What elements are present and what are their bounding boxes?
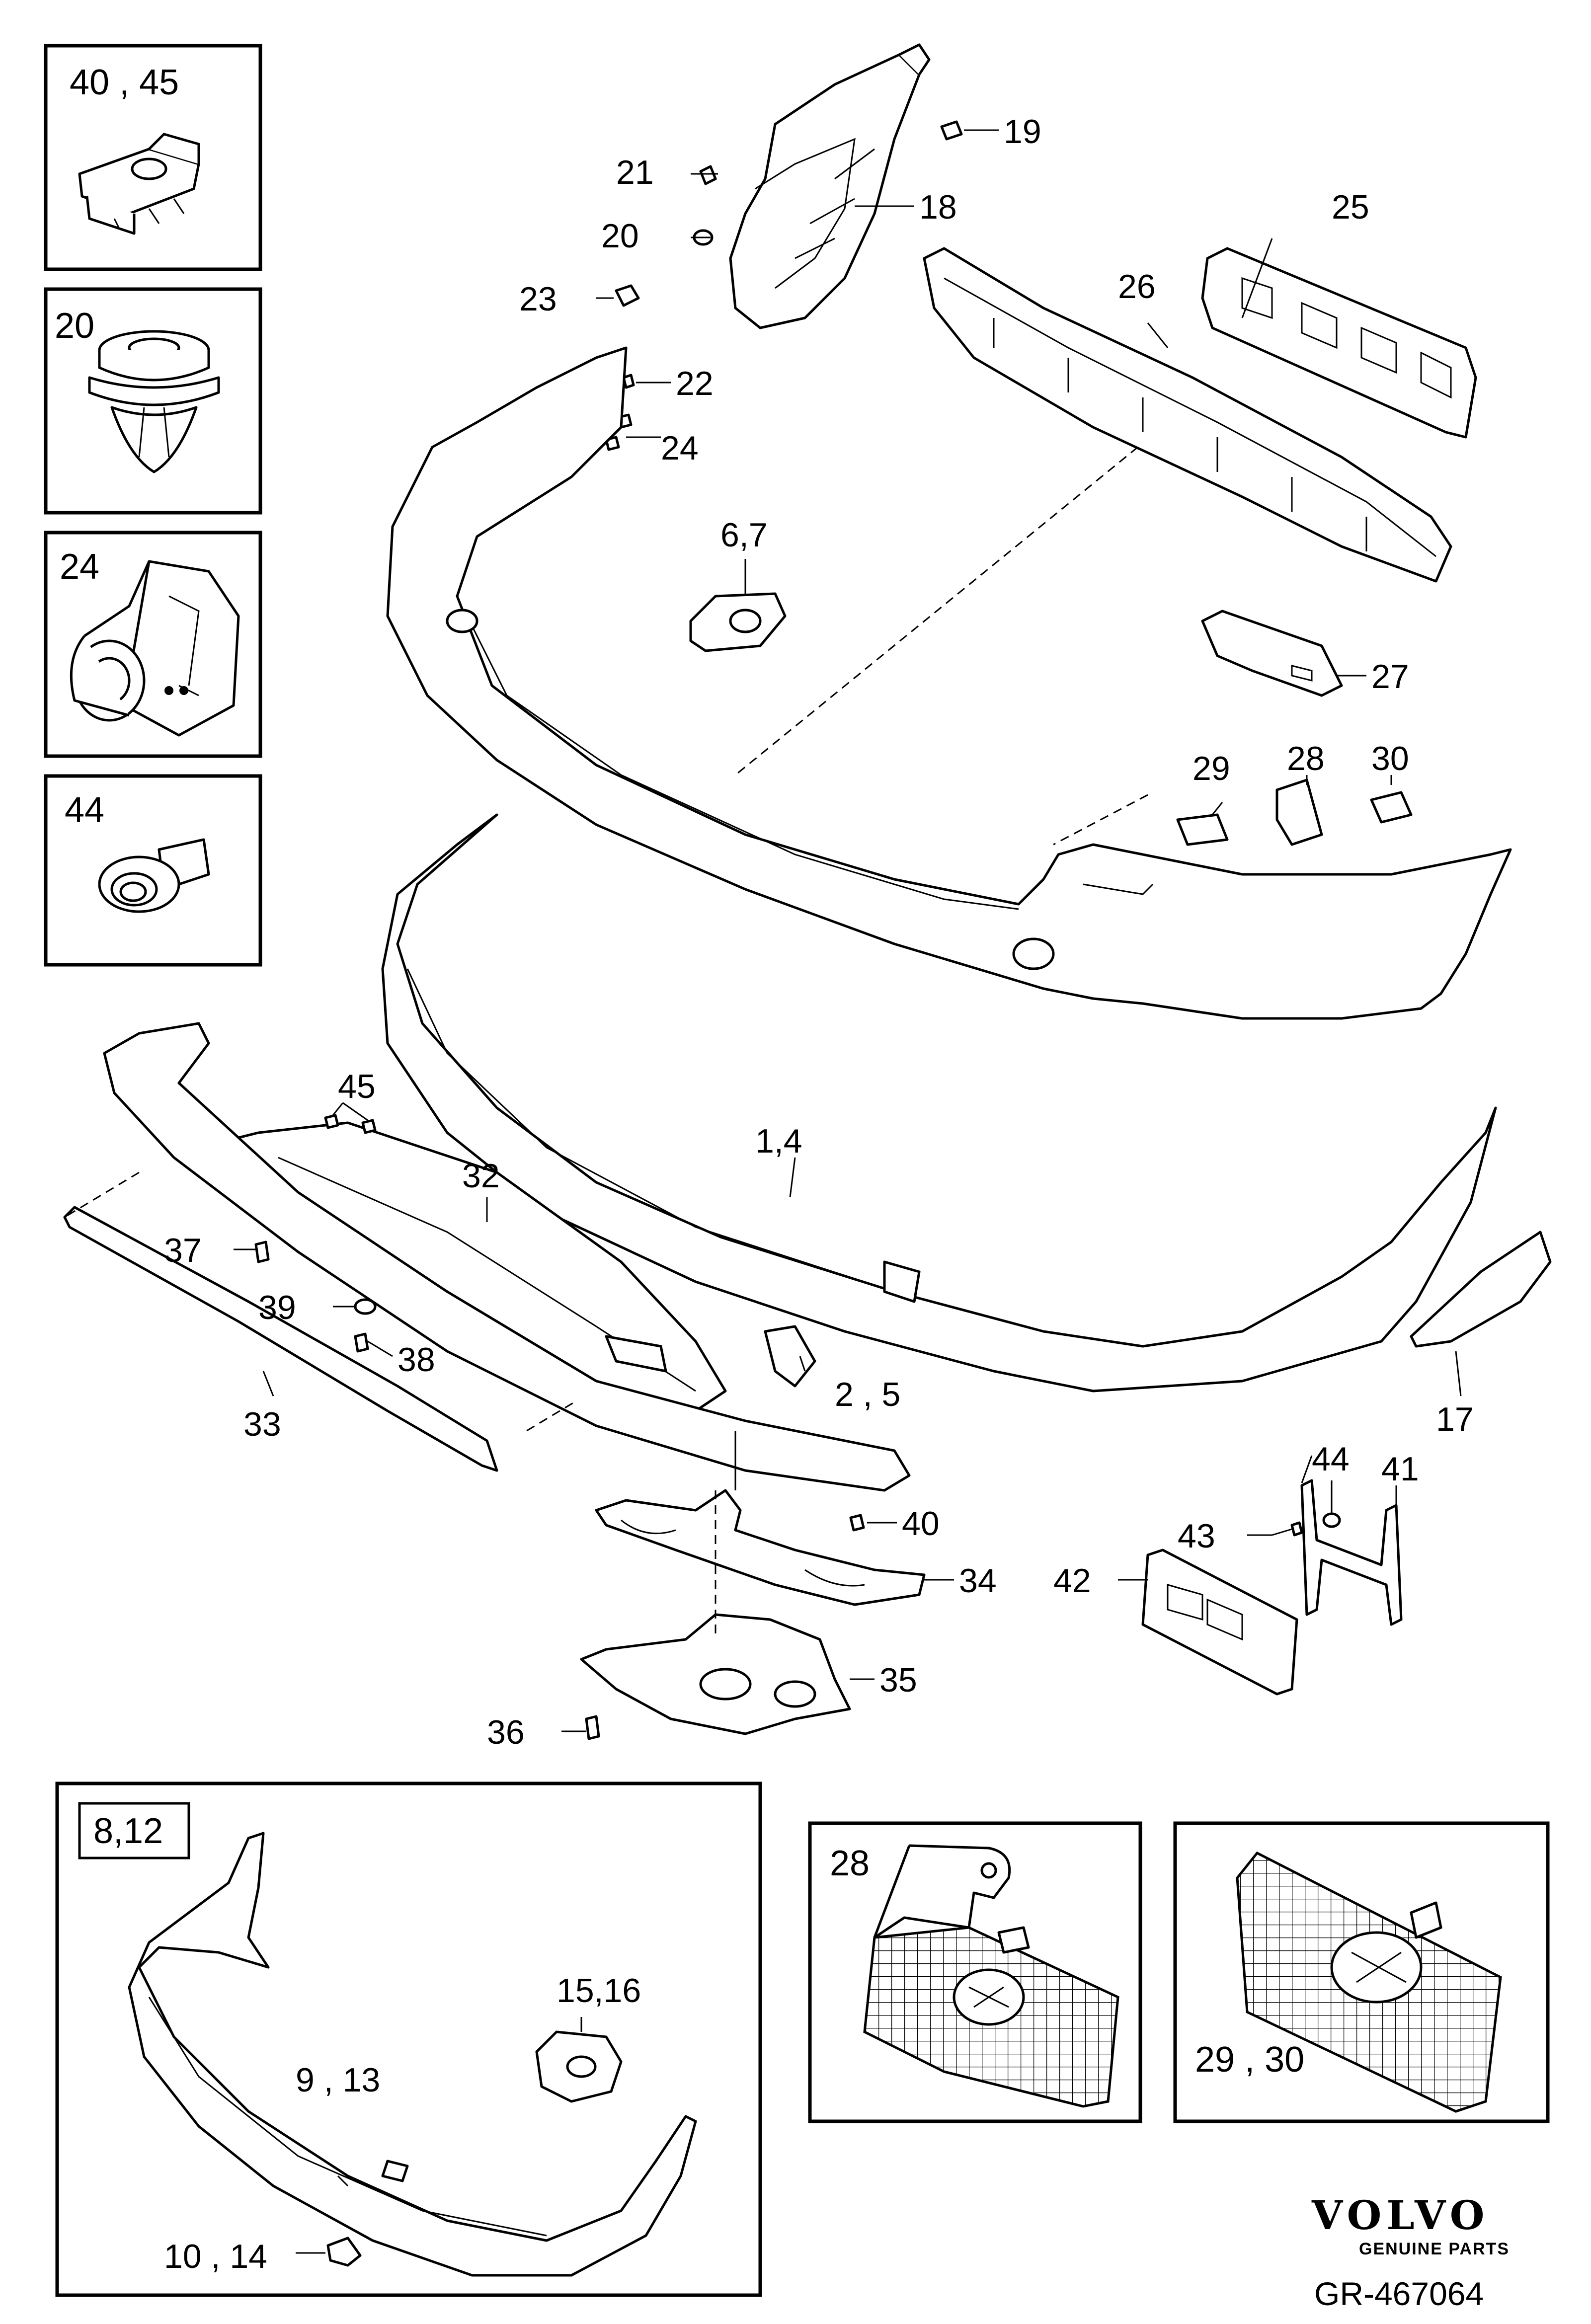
- callout-15-16: 15,16: [557, 1972, 641, 2010]
- callout-24: 24: [661, 429, 699, 467]
- push-rivet-clip-icon: [88, 330, 220, 473]
- screw-21-icon: [699, 165, 717, 185]
- inset-label-29-30: 29 , 30: [1195, 2040, 1304, 2080]
- lower-diffuser-trim: [103, 1022, 911, 1492]
- side-mounting-bracket: [729, 43, 931, 329]
- plate-bracket-41: [1300, 1479, 1403, 1626]
- callout-22: 22: [676, 365, 714, 402]
- moulding-strip-33: [63, 1206, 498, 1472]
- callout-36: 36: [487, 1713, 525, 1751]
- clip-40-icon: [849, 1514, 865, 1532]
- brand-name: VOLVO: [1311, 2192, 1489, 2239]
- dashed-link-lines: [64, 446, 1148, 1639]
- callout-43: 43: [1178, 1517, 1215, 1555]
- bumper-reinforcement-bar: [923, 247, 1452, 583]
- tailpipe-trim-35: [580, 1613, 851, 1735]
- inset-label-40-45: 40 , 45: [70, 63, 179, 102]
- sensor-bracket-15-16: [535, 2030, 623, 2103]
- callout-40: 40: [902, 1505, 940, 1543]
- reinforcement-bracket-25: [1201, 247, 1477, 439]
- screw-36-icon: [585, 1715, 600, 1740]
- callout-20: 20: [601, 217, 639, 255]
- callout-labels: 19 21 18 20 25 26 23 22 24 6,7 27 29 28 …: [164, 113, 1474, 1751]
- reflector-10-14-icon: [326, 2237, 362, 2267]
- callout-9-13: 9 , 13: [296, 2061, 380, 2099]
- callout-19: 19: [1004, 113, 1041, 151]
- side-bracket-17: [1410, 1231, 1552, 1348]
- callout-39: 39: [258, 1289, 296, 1326]
- callout-30: 30: [1371, 740, 1409, 777]
- clip-23-icon: [615, 284, 640, 307]
- inset-label-20: 20: [55, 306, 94, 346]
- screw-38-icon: [354, 1332, 369, 1353]
- callout-44: 44: [1312, 1440, 1350, 1478]
- callout-2-5: 2 , 5: [835, 1376, 900, 1413]
- inset-label-44: 44: [65, 790, 104, 830]
- leader-lines: [234, 129, 1462, 1732]
- inset-box-clip-20: 20: [44, 287, 262, 515]
- inset-box-variant-8-12: 8,12 15,16 9 , 13 10 , 14: [55, 1782, 762, 2297]
- nut-44-icon: [1322, 1512, 1341, 1528]
- callout-32: 32: [462, 1157, 500, 1195]
- clip-19-icon: [940, 120, 963, 141]
- callout-1-4: 1,4: [755, 1122, 802, 1160]
- screw-37-icon: [254, 1240, 270, 1263]
- inset-label-8-12: 8,12: [93, 1811, 163, 1851]
- inset-box-clip-29-30: 29 , 30: [1173, 1821, 1550, 2123]
- callout-38: 38: [398, 1341, 435, 1379]
- screw-43-icon: [1272, 1521, 1303, 1537]
- brand-tagline: GENUINE PARTS: [1359, 2240, 1510, 2258]
- callout-10-14: 10 , 14: [164, 2238, 267, 2275]
- callout-28: 28: [1287, 740, 1325, 777]
- callout-37: 37: [164, 1232, 202, 1269]
- inset-label-28: 28: [830, 1844, 870, 1883]
- callout-42: 42: [1053, 1562, 1091, 1600]
- callout-18: 18: [919, 188, 957, 226]
- clip-30-icon: [1370, 791, 1413, 824]
- callout-34: 34: [959, 1562, 997, 1600]
- screw-22-icon: [622, 374, 635, 389]
- callout-35: 35: [879, 1661, 917, 1699]
- bracket-27: [1201, 610, 1343, 697]
- exhaust-trim-34: [595, 1489, 926, 1606]
- callout-17: 17: [1436, 1400, 1474, 1438]
- callout-27: 27: [1371, 658, 1409, 696]
- inset-box-bracket-28: 28: [808, 1821, 1142, 2123]
- parking-sensor-icon: [70, 560, 240, 737]
- bumper-lower-skirt: [381, 813, 1497, 1393]
- inset-label-24: 24: [60, 547, 99, 587]
- flange-nut-icon: [98, 838, 210, 913]
- clip-29-icon: [1176, 813, 1229, 846]
- callout-25: 25: [1332, 188, 1369, 226]
- callout-26: 26: [1118, 268, 1156, 306]
- clip-29-30-detail: [1236, 1851, 1502, 2113]
- callout-41: 41: [1381, 1450, 1419, 1488]
- inset-box-sensor-24: 24: [44, 531, 262, 758]
- washer-39-icon: [354, 1298, 377, 1315]
- callout-6-7: 6,7: [720, 516, 768, 554]
- speed-nut-clip-icon: [78, 133, 200, 235]
- callout-33: 33: [243, 1405, 281, 1443]
- callout-21: 21: [616, 154, 654, 191]
- clip-28-icon: [1275, 778, 1323, 846]
- clip-45-icon: [324, 1114, 377, 1134]
- sensor-bracket-6-7: [689, 592, 787, 652]
- inset-box-nut-44: 44: [44, 774, 262, 967]
- diagram-reference: GR-467064: [1314, 2275, 1484, 2312]
- callout-23: 23: [519, 280, 557, 318]
- inset-box-clip-40-45: 40 , 45: [44, 44, 262, 271]
- bumper-cover-main: [386, 346, 1512, 1020]
- license-plate-holder-42: [1141, 1549, 1298, 1696]
- callout-29: 29: [1193, 750, 1230, 787]
- callout-45: 45: [338, 1068, 376, 1105]
- bumper-variant-cover: [128, 1832, 697, 2277]
- bracket-28-detail: [863, 1844, 1119, 2108]
- reflector-cap-icon: [764, 1325, 816, 1388]
- volvo-logo: VOLVO GENUINE PARTS: [1311, 2192, 1510, 2258]
